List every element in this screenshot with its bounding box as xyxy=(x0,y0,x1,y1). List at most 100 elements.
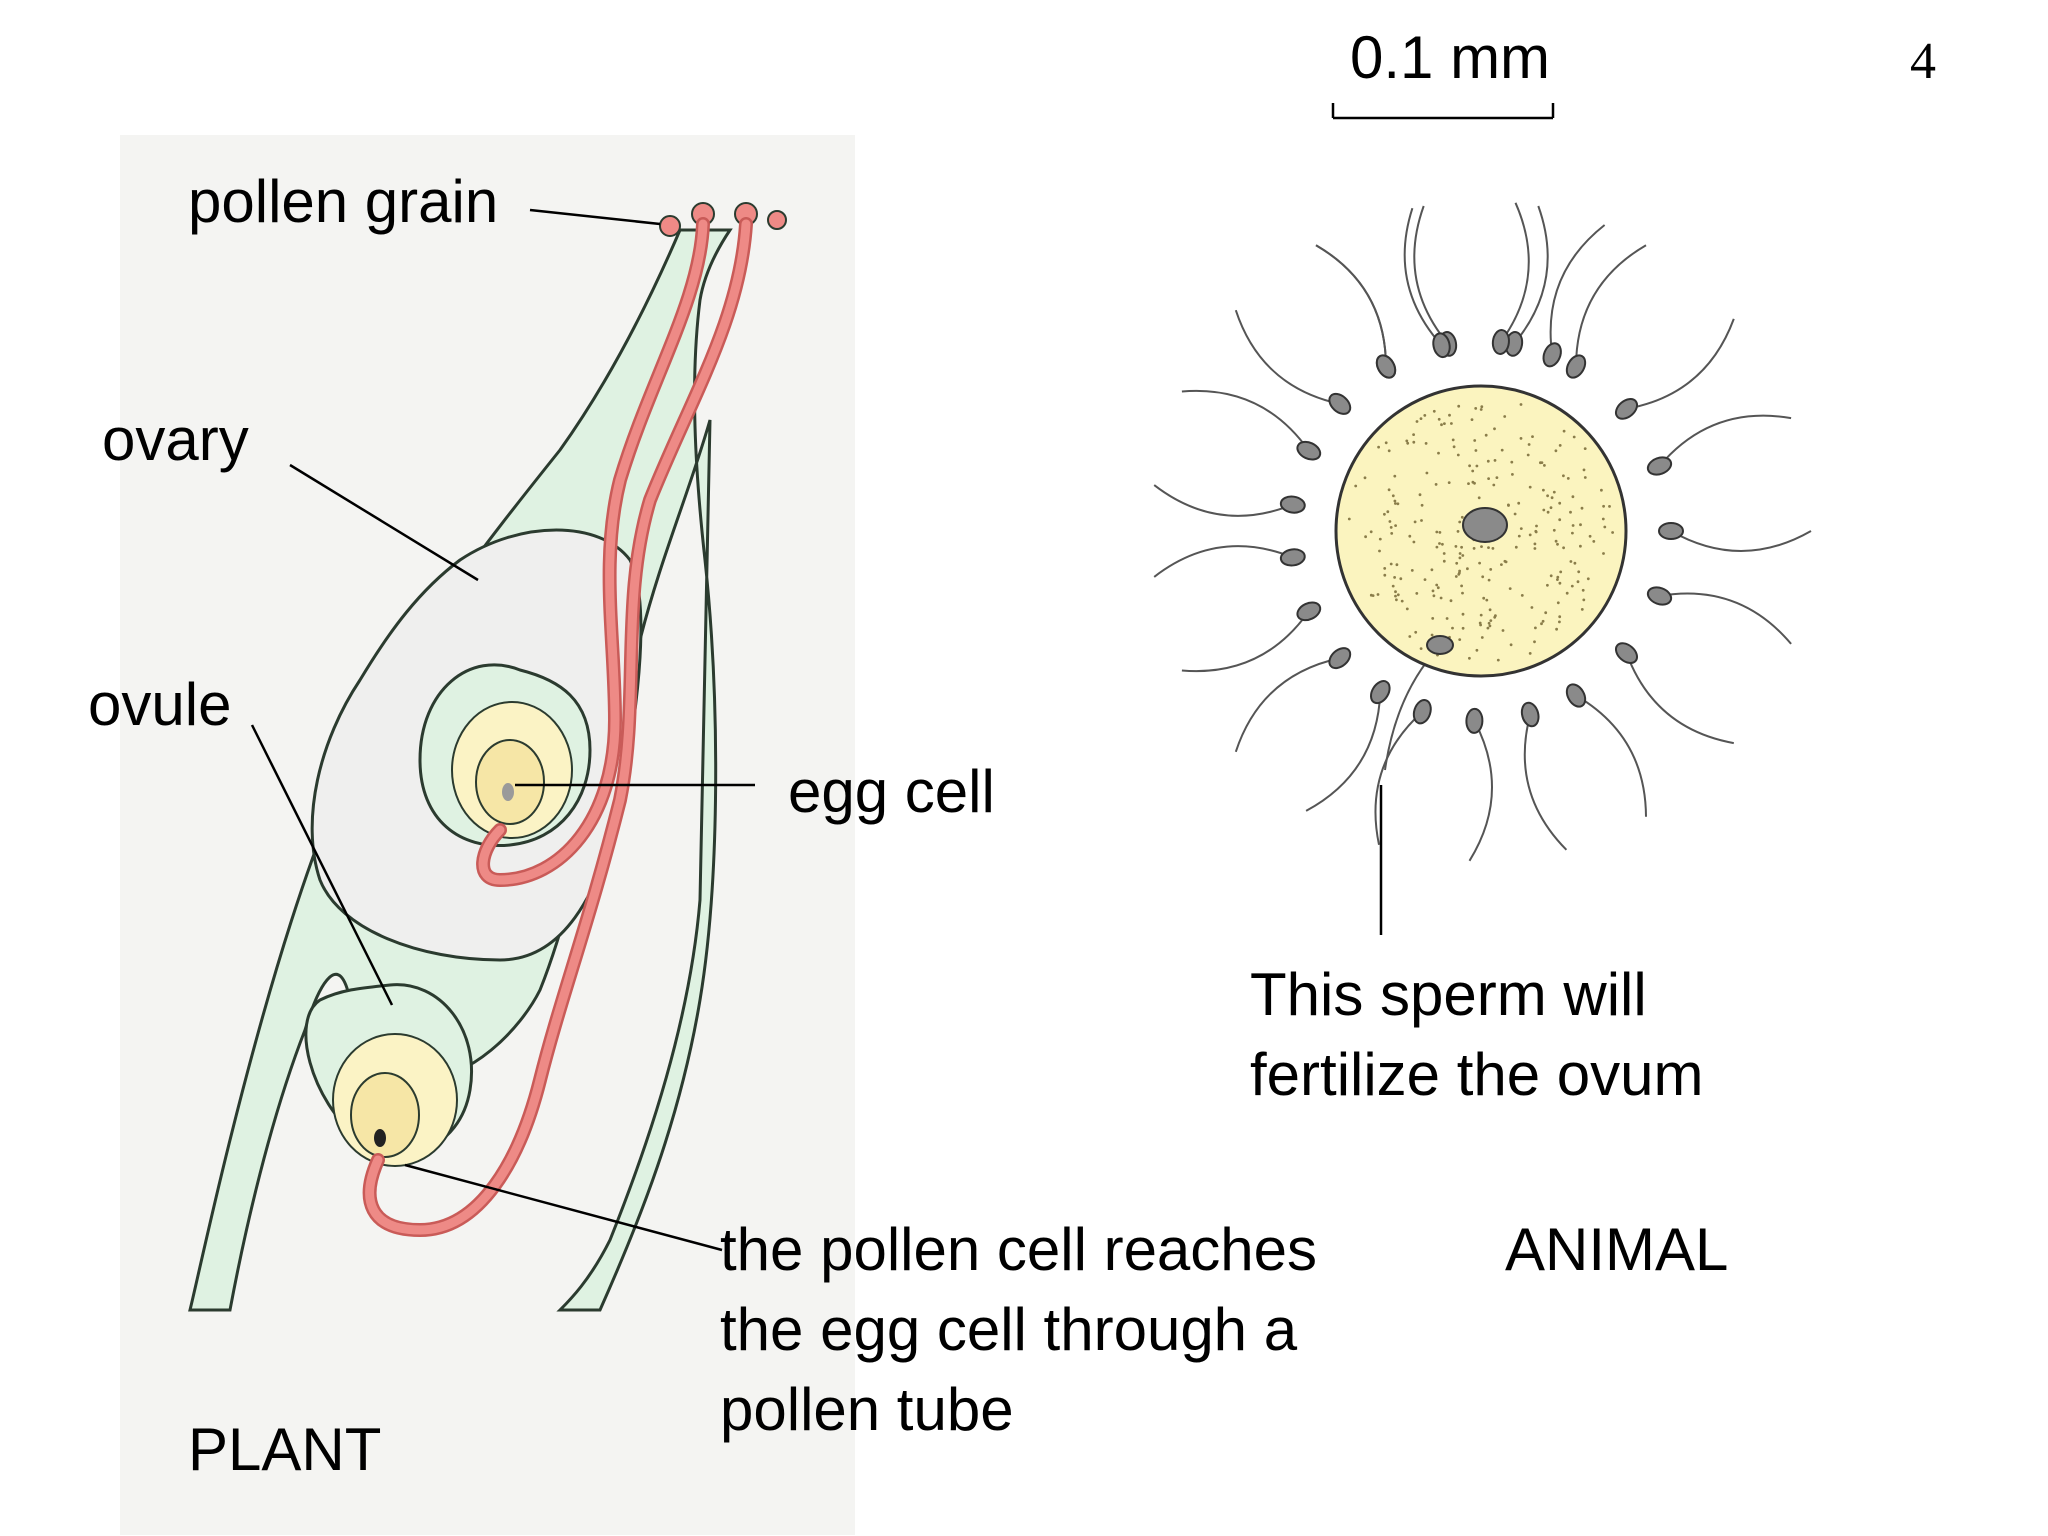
fertilizing-sperm-head xyxy=(1426,635,1454,655)
ovum-stipple xyxy=(1586,577,1590,581)
ovum-stipple xyxy=(1487,621,1491,625)
ovum-stipple xyxy=(1413,520,1417,524)
ovum-stipple xyxy=(1550,496,1554,500)
ovum-stipple xyxy=(1572,435,1576,439)
ovum-stipple xyxy=(1410,569,1414,572)
ovum-stipple xyxy=(1383,573,1387,577)
ovum-stipple xyxy=(1440,423,1443,427)
ovum-stipple xyxy=(1419,647,1423,650)
ovum-stipple xyxy=(1418,493,1422,497)
ovum-stipple xyxy=(1480,405,1484,409)
sperm-tail xyxy=(1234,657,1341,753)
sperm-head xyxy=(1520,701,1540,728)
ovum-stipple xyxy=(1530,606,1534,609)
sperm-tail xyxy=(1305,692,1382,812)
page-number: 4 xyxy=(1910,33,1936,90)
ovum-stipple xyxy=(1559,570,1563,574)
ovum-stipple xyxy=(1528,652,1532,655)
ovum-stipple xyxy=(1582,598,1586,602)
ovum-stipple xyxy=(1534,626,1537,630)
ovum-stipple xyxy=(1419,417,1423,420)
ovum-stipple xyxy=(1558,444,1562,447)
ovum-stipple xyxy=(1448,413,1451,417)
ovum-stipple xyxy=(1471,469,1475,473)
ovum-stipple xyxy=(1479,408,1483,411)
ovum-stipple xyxy=(1571,531,1574,535)
pollen-tube-note-line-1: the pollen cell reaches xyxy=(720,1216,1318,1283)
ovum-stipple xyxy=(1389,526,1393,529)
ovum-stipple xyxy=(1454,575,1458,578)
ovum-stipple xyxy=(1387,449,1391,453)
ovum-stipple xyxy=(1430,568,1434,572)
ovum-stipple xyxy=(1540,461,1544,464)
sperm-note-line-1: This sperm will xyxy=(1250,961,1647,1028)
ovum-stipple xyxy=(1556,575,1560,579)
ovum-stipple xyxy=(1555,627,1558,631)
ovum-stipple xyxy=(1452,445,1456,449)
ovum-stipple xyxy=(1435,583,1439,587)
ovum-stipple xyxy=(1408,534,1412,538)
label-egg-cell: egg cell xyxy=(788,758,995,825)
ovum-stipple xyxy=(1569,560,1573,563)
ovum-stipple xyxy=(1556,578,1559,581)
ovum-stipple xyxy=(1439,596,1443,600)
ovum-stipple xyxy=(1487,578,1491,582)
ovum-stipple xyxy=(1492,483,1496,487)
ovum-stipple xyxy=(1441,542,1444,546)
sperm-head xyxy=(1542,342,1562,368)
ovum-stipple xyxy=(1562,474,1565,478)
ovum-stipple xyxy=(1435,545,1439,549)
sperm-tail xyxy=(1670,530,1812,552)
ovum-stipple xyxy=(1558,518,1562,522)
sperm-head xyxy=(1614,642,1639,664)
ovum-stipple xyxy=(1354,484,1358,488)
ovum-stipple xyxy=(1552,528,1556,532)
ovum-stipple xyxy=(1517,534,1521,538)
sperm-tail xyxy=(1153,484,1294,517)
ovum-nucleus xyxy=(1462,507,1508,543)
ovum-stipple xyxy=(1394,502,1397,505)
ovum-stipple xyxy=(1443,422,1446,425)
ovum-stipple xyxy=(1384,441,1388,445)
ovum-stipple xyxy=(1387,488,1391,492)
ovum-stipple xyxy=(1482,596,1486,600)
ovum-stipple xyxy=(1600,488,1603,492)
ovum-stipple xyxy=(1592,540,1596,543)
sperm-tail xyxy=(1513,205,1549,345)
ovum-stipple xyxy=(1415,420,1419,423)
ovum-stipple xyxy=(1558,620,1561,624)
sperm-head xyxy=(1279,495,1306,514)
ovum-stipple xyxy=(1566,477,1570,480)
ovum-stipple xyxy=(1412,540,1416,544)
ovum-stipple xyxy=(1541,619,1545,623)
ovum-stipple xyxy=(1508,587,1512,590)
ovum-stipple xyxy=(1390,532,1394,535)
ovum-stipple xyxy=(1579,523,1582,527)
ovum-stipple xyxy=(1519,527,1523,530)
ovum-stipple xyxy=(1405,607,1409,611)
ovum-stipple xyxy=(1549,506,1553,510)
ovum-stipple xyxy=(1393,474,1397,478)
ovum-stipple xyxy=(1376,593,1380,596)
lower-ovule xyxy=(304,983,473,1167)
sperm-head xyxy=(1465,707,1484,734)
label-ovule: ovule xyxy=(88,671,232,738)
ovum-stipple xyxy=(1543,464,1546,467)
sperm-head xyxy=(1658,522,1684,540)
ovum-stipple xyxy=(1369,530,1373,534)
ovum-stipple xyxy=(1542,508,1546,512)
ovum-stipple xyxy=(1577,570,1581,574)
ovum-stipple xyxy=(1570,584,1574,588)
scale-bar xyxy=(1331,103,1555,120)
lower-egg-cell xyxy=(350,1072,420,1158)
sperm-tail xyxy=(1523,714,1568,851)
ovum-stipple xyxy=(1477,496,1481,500)
ovum-stipple xyxy=(1565,591,1569,595)
ovum-stipple xyxy=(1377,445,1380,449)
ovum-stipple xyxy=(1442,559,1446,563)
ovum-stipple xyxy=(1517,501,1521,505)
ovum-stipple xyxy=(1383,567,1387,570)
ovum-stipple xyxy=(1393,576,1396,579)
ovum-stipple xyxy=(1481,575,1485,579)
ovum-stipple xyxy=(1423,578,1427,581)
